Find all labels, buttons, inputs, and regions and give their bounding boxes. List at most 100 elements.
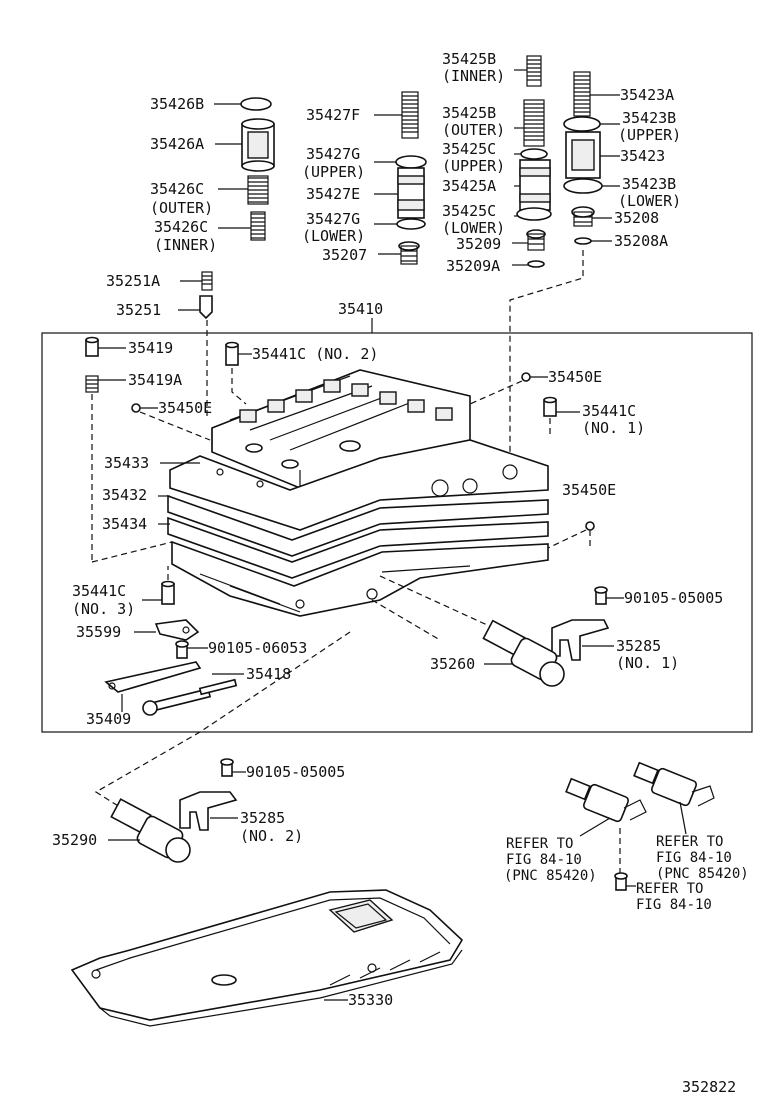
part-35433-gasket	[169, 439, 549, 531]
part-90105-06053-bolt	[175, 640, 189, 659]
label-35425C-upper-sub: (UPPER)	[442, 157, 505, 175]
label-35427G-upper: 35427G	[306, 145, 360, 163]
part-35426C-outer-spring	[247, 175, 269, 205]
label-35441C-no1-sub: (NO. 1)	[582, 419, 645, 437]
part-35450E-ball-c	[585, 521, 595, 531]
label-35427F: 35427F	[306, 106, 360, 124]
label-35426C-outer-sub: (OUTER)	[150, 199, 213, 217]
part-35251-ball	[199, 295, 213, 320]
part-35427E-valve	[397, 167, 425, 219]
label-35425B-inner: 35425B	[442, 50, 496, 68]
part-35425A-valve	[519, 159, 551, 211]
refer-c-line1: REFER TO	[636, 881, 703, 897]
label-35423A: 35423A	[620, 86, 674, 104]
part-35432-plate	[167, 494, 549, 557]
label-35425B-outer-sub: (OUTER)	[442, 121, 505, 139]
part-35426C-inner-spring	[250, 211, 266, 241]
part-35423-sleeve	[565, 131, 601, 179]
label-90105-06053: 90105-06053	[208, 639, 307, 657]
label-35433: 35433	[104, 454, 149, 472]
part-35425B-outer-spring	[523, 99, 545, 147]
part-35260-solenoid	[482, 619, 565, 687]
label-35207: 35207	[322, 246, 367, 264]
label-35427G-lower-sub: (LOWER)	[302, 227, 365, 245]
label-90105-05005-b: 90105-05005	[246, 763, 345, 781]
label-35425A: 35425A	[442, 177, 496, 195]
part-90105-05005-bolt-b	[220, 758, 234, 777]
part-35427G-lower	[396, 218, 426, 230]
part-35209-plug	[526, 229, 546, 251]
label-35423B-lower-sub: (LOWER)	[618, 192, 681, 210]
part-90105-05005-bolt-a	[594, 586, 608, 605]
label-35427G-upper-sub: (UPPER)	[302, 163, 365, 181]
part-35423B-upper	[563, 116, 601, 132]
label-35208: 35208	[614, 209, 659, 227]
label-35410: 35410	[338, 300, 383, 318]
label-35409: 35409	[86, 710, 131, 728]
part-35441C-no1-pin	[543, 396, 557, 417]
label-35450E-a: 35450E	[158, 399, 212, 417]
label-35426C-inner: 35426C	[154, 218, 208, 236]
label-35423B-lower: 35423B	[622, 175, 676, 193]
part-35251A-spring	[201, 271, 213, 291]
refer-a-line3: (PNC 85420)	[504, 868, 597, 884]
label-35425B-outer: 35425B	[442, 104, 496, 122]
label-35209A: 35209A	[446, 257, 500, 275]
part-35290-solenoid	[110, 798, 191, 863]
label-35426C-inner-sub: (INNER)	[154, 236, 217, 254]
refer-c-line2: FIG 84-10	[636, 897, 712, 913]
label-35285-no2-sub: (NO. 2)	[240, 827, 303, 845]
label-35426C-outer: 35426C	[150, 180, 204, 198]
label-35425B-inner-sub: (INNER)	[442, 67, 505, 85]
label-35450E-c: 35450E	[562, 481, 616, 499]
part-refer-bolt	[614, 872, 628, 891]
refer-b-line2: FIG 84-10	[656, 850, 732, 866]
part-35285-no1-bracket	[551, 619, 610, 661]
part-35425C-lower	[516, 207, 552, 221]
part-35427G-upper	[395, 155, 427, 169]
label-35419A: 35419A	[128, 371, 182, 389]
part-35426A-sleeve	[241, 118, 275, 172]
label-35285-no2: 35285	[240, 809, 285, 827]
part-35208A-ring	[574, 237, 592, 245]
label-35285-no1-sub: (NO. 1)	[616, 654, 679, 672]
part-35450E-ball-a	[131, 403, 141, 413]
label-35251: 35251	[116, 301, 161, 319]
refer-a-line2: FIG 84-10	[506, 852, 582, 868]
label-35423B-upper-sub: (UPPER)	[618, 126, 681, 144]
part-35423B-lower	[563, 178, 603, 194]
refer-a-line1: REFER TO	[506, 836, 573, 852]
part-35425C-upper	[520, 148, 548, 160]
label-35441C-no1: 35441C	[582, 402, 636, 420]
part-35427F-spring	[401, 91, 419, 139]
label-35208A: 35208A	[614, 232, 668, 250]
label-35423B-upper: 35423B	[622, 109, 676, 127]
label-35450E-b: 35450E	[548, 368, 602, 386]
refer-b-line3: (PNC 85420)	[656, 866, 749, 882]
refer-b-line1: REFER TO	[656, 834, 723, 850]
label-90105-05005-a: 90105-05005	[624, 589, 723, 607]
label-35434: 35434	[102, 515, 147, 533]
part-35209A-ring	[527, 260, 545, 268]
part-35419A-spring	[85, 375, 99, 393]
part-35441C-no3-pin	[161, 580, 175, 605]
figure-number: 352822	[682, 1078, 736, 1096]
label-35599: 35599	[76, 623, 121, 641]
label-35427E: 35427E	[306, 185, 360, 203]
part-35441C-no2-pin	[225, 341, 239, 366]
label-35285-no1: 35285	[616, 637, 661, 655]
part-refer-solenoid-b	[633, 761, 715, 807]
label-35423: 35423	[620, 147, 665, 165]
label-35426A: 35426A	[150, 135, 204, 153]
part-35418-manual-valve	[142, 678, 238, 716]
label-35330: 35330	[348, 991, 393, 1009]
part-lower-valve-body	[171, 540, 549, 617]
part-35285-no2-bracket	[179, 791, 238, 831]
part-upper-valve-body	[211, 369, 471, 489]
part-35409-lever	[104, 661, 202, 693]
label-35418: 35418	[246, 665, 291, 683]
part-35599-plate	[154, 619, 200, 641]
label-35427G-lower: 35427G	[306, 210, 360, 228]
label-35260: 35260	[430, 655, 475, 673]
